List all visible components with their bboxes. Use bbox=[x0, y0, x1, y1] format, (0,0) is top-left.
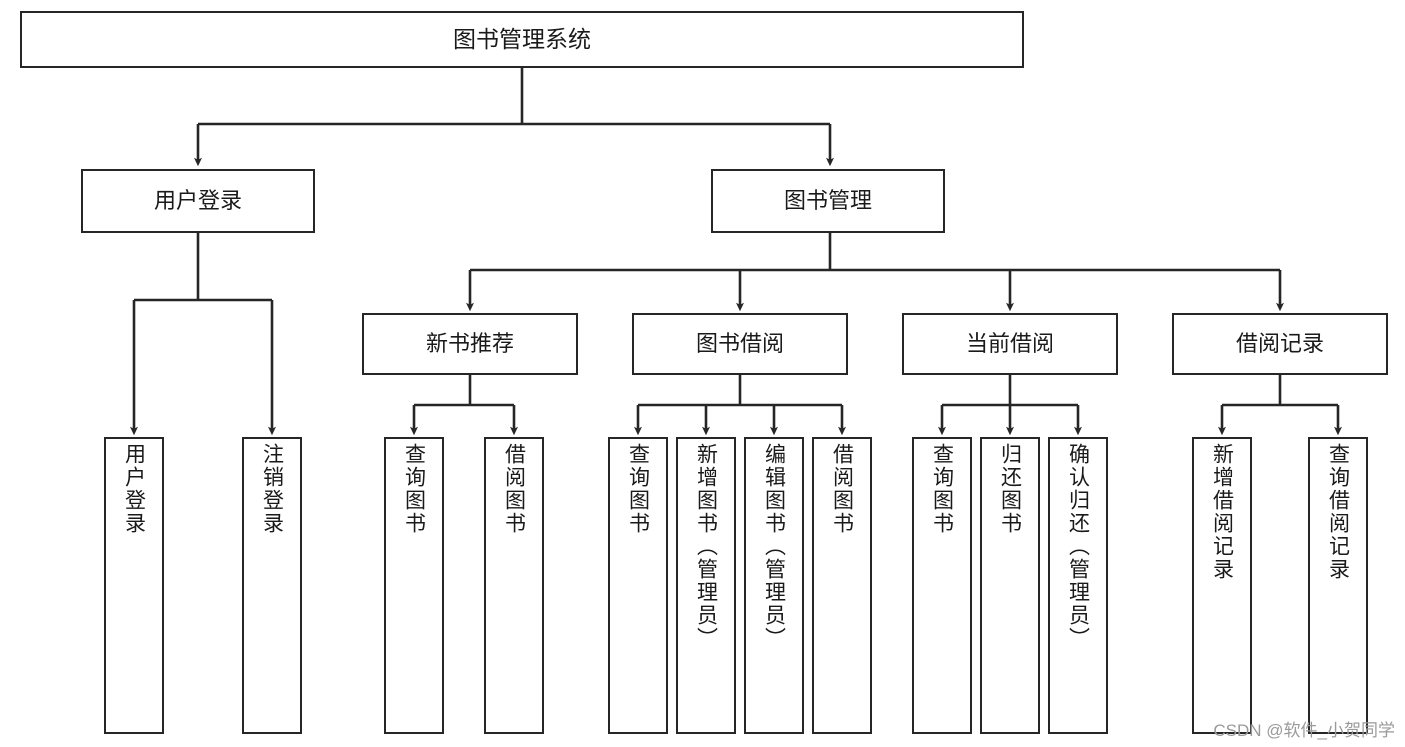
leaf-add-book-admin[interactable]: 新增图书（管理员） bbox=[676, 437, 736, 734]
node-label: 用户登录 bbox=[153, 188, 242, 214]
node-label: 借阅记录 bbox=[1235, 331, 1324, 357]
node-label: 确认归还（管理员） bbox=[1066, 443, 1090, 650]
node-book-borrowing[interactable]: 图书借阅 bbox=[632, 313, 848, 375]
leaf-query-borrow-record[interactable]: 查询借阅记录 bbox=[1308, 437, 1368, 734]
node-label: 用户登录 bbox=[122, 443, 146, 535]
node-label: 注销登录 bbox=[260, 443, 284, 535]
node-user-login[interactable]: 用户登录 bbox=[81, 169, 315, 233]
node-borrowing-record[interactable]: 借阅记录 bbox=[1172, 313, 1388, 375]
node-current-borrowing[interactable]: 当前借阅 bbox=[902, 313, 1118, 375]
node-root-system[interactable]: 图书管理系统 bbox=[20, 11, 1024, 68]
leaf-query-book-1[interactable]: 查询图书 bbox=[384, 437, 444, 734]
node-label: 查询图书 bbox=[626, 443, 650, 535]
node-label: 图书管理 bbox=[783, 188, 872, 214]
node-label: 新增图书（管理员） bbox=[694, 443, 718, 650]
leaf-query-book-3[interactable]: 查询图书 bbox=[912, 437, 972, 734]
node-label: 借阅图书 bbox=[502, 443, 526, 535]
leaf-borrow-book-2[interactable]: 借阅图书 bbox=[812, 437, 872, 734]
node-label: 借阅图书 bbox=[830, 443, 854, 535]
leaf-add-borrow-record[interactable]: 新增借阅记录 bbox=[1192, 437, 1252, 734]
node-label: 归还图书 bbox=[998, 443, 1022, 535]
node-label: 查询图书 bbox=[930, 443, 954, 535]
leaf-edit-book-admin[interactable]: 编辑图书（管理员） bbox=[744, 437, 804, 734]
leaf-confirm-return-admin[interactable]: 确认归还（管理员） bbox=[1048, 437, 1108, 734]
node-new-book-recommendation[interactable]: 新书推荐 bbox=[362, 313, 578, 375]
node-label: 新增借阅记录 bbox=[1210, 443, 1234, 581]
leaf-query-book-2[interactable]: 查询图书 bbox=[608, 437, 668, 734]
node-label: 图书借阅 bbox=[695, 331, 784, 357]
leaf-borrow-book-1[interactable]: 借阅图书 bbox=[484, 437, 544, 734]
node-label: 查询图书 bbox=[402, 443, 426, 535]
node-label: 新书推荐 bbox=[425, 331, 514, 357]
watermark-text: CSDN @软件_小贺同学 bbox=[1213, 721, 1395, 740]
node-label: 图书管理系统 bbox=[453, 25, 591, 52]
node-book-management[interactable]: 图书管理 bbox=[711, 169, 945, 233]
leaf-logout[interactable]: 注销登录 bbox=[242, 437, 302, 734]
node-label: 当前借阅 bbox=[965, 331, 1054, 357]
node-label: 编辑图书（管理员） bbox=[762, 443, 786, 650]
leaf-return-book[interactable]: 归还图书 bbox=[980, 437, 1040, 734]
node-label: 查询借阅记录 bbox=[1326, 443, 1350, 581]
leaf-user-login[interactable]: 用户登录 bbox=[104, 437, 164, 734]
